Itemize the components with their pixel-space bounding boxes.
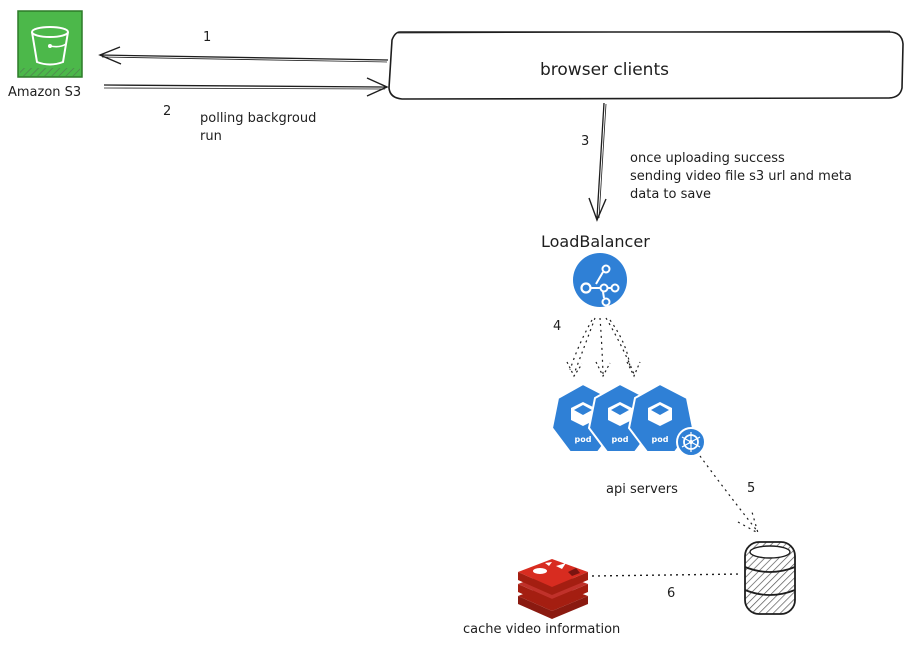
- polling-annotation-line1: polling backgroud: [200, 111, 317, 126]
- arrowheads-pods: [566, 361, 641, 378]
- step-number-5: 5: [747, 481, 756, 496]
- cache-label: cache video information: [463, 622, 621, 637]
- pod-label: pod: [612, 435, 629, 444]
- step-number-2: 2: [163, 104, 172, 119]
- redis-icon: [518, 559, 588, 619]
- arrow-browser-to-loadbalancer: [588, 102, 607, 222]
- arrow-s3-to-browser: [103, 77, 389, 97]
- pod-label: pod: [652, 435, 669, 444]
- line-cache-to-database: [591, 573, 743, 577]
- load-balancer-icon: [573, 253, 627, 307]
- api-servers-label: api servers: [606, 482, 678, 497]
- arrows-loadbalancer-to-pods: [569, 317, 635, 375]
- kubernetes-wheel-icon: [676, 427, 706, 457]
- kubernetes-pod-icon: pod: [627, 382, 695, 453]
- api-server-pods: pod pod pod: [550, 382, 706, 457]
- step-number-4: 4: [553, 319, 562, 334]
- arrow-api-to-database: [699, 455, 759, 535]
- s3-label: Amazon S3: [8, 85, 82, 100]
- upload-annotation-line1: once uploading success: [630, 151, 785, 166]
- s3-bucket-icon: [17, 10, 83, 78]
- browser-clients-box: [388, 30, 904, 100]
- upload-annotation-line2: sending video file s3 url and meta: [630, 169, 852, 184]
- browser-clients-label: browser clients: [540, 60, 669, 80]
- polling-annotation-line2: run: [200, 129, 222, 144]
- loadbalancer-label: LoadBalancer: [541, 232, 650, 251]
- arrow-browser-to-s3: [98, 46, 389, 65]
- pod-label: pod: [575, 435, 592, 444]
- step-number-3: 3: [581, 134, 590, 149]
- database-icon: [744, 541, 796, 615]
- step-number-1: 1: [203, 30, 212, 45]
- step-number-6: 6: [667, 586, 676, 601]
- upload-annotation-line3: data to save: [630, 187, 712, 202]
